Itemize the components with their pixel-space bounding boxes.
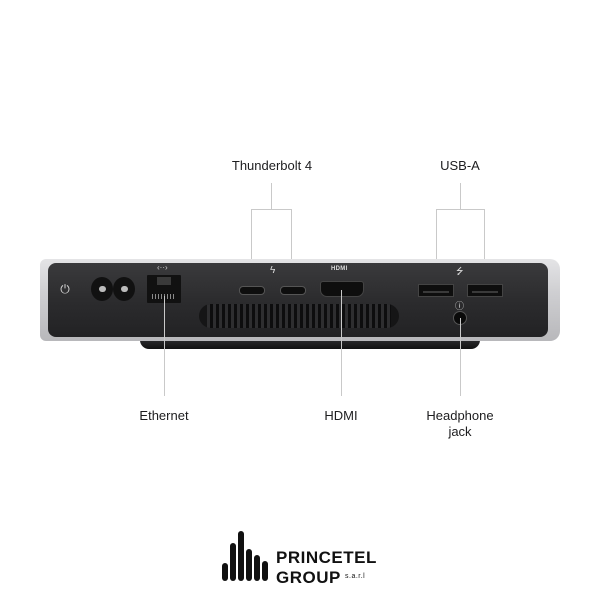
headphone-icon: ⓘ <box>455 301 465 311</box>
label-headphone-jack: jack <box>448 424 472 439</box>
usb-icon: ⭍ <box>456 266 464 276</box>
callout-line-ethernet <box>164 296 165 396</box>
label-hdmi: HDMI <box>324 408 358 423</box>
air-vent <box>199 304 399 328</box>
callout-line-usb-bracket <box>436 209 484 210</box>
ac-power-port <box>91 277 135 301</box>
label-thunderbolt: Thunderbolt 4 <box>231 158 313 173</box>
callout-line-hdmi <box>341 290 342 396</box>
callout-line-usb <box>460 183 461 209</box>
device-foot <box>140 340 480 349</box>
thunderbolt-port-2 <box>280 286 306 295</box>
hdmi-port-label: HDMI <box>331 266 348 272</box>
brand-name-line2: GROUP <box>276 568 341 587</box>
thunderbolt-port-1 <box>239 286 265 295</box>
brand-name: PRINCETEL GROUP <box>276 549 377 586</box>
usb-a-port-2 <box>467 284 503 297</box>
hdmi-port <box>320 281 364 297</box>
label-ethernet: Ethernet <box>139 408 189 423</box>
callout-line-usb-left <box>436 209 437 289</box>
callout-line-thunderbolt-left <box>251 209 252 291</box>
princetel-logo-icon <box>222 531 270 581</box>
thunderbolt-icon: ϟ <box>270 265 276 276</box>
usb-a-port-1 <box>418 284 454 297</box>
label-headphone: Headphone <box>426 408 494 423</box>
callout-line-thunderbolt <box>271 183 272 209</box>
ethernet-icon: ‹··› <box>157 263 168 272</box>
callout-line-thunderbolt-bracket <box>251 209 292 210</box>
label-usb-a: USB-A <box>440 158 480 173</box>
callout-line-usb-right <box>484 209 485 289</box>
brand-name-line1: PRINCETEL <box>276 548 377 567</box>
power-button-icon: ⏻ <box>60 282 70 296</box>
brand-suffix: s.a.r.l <box>345 573 366 580</box>
callout-line-headphone <box>460 318 461 396</box>
callout-line-thunderbolt-right <box>291 209 292 291</box>
